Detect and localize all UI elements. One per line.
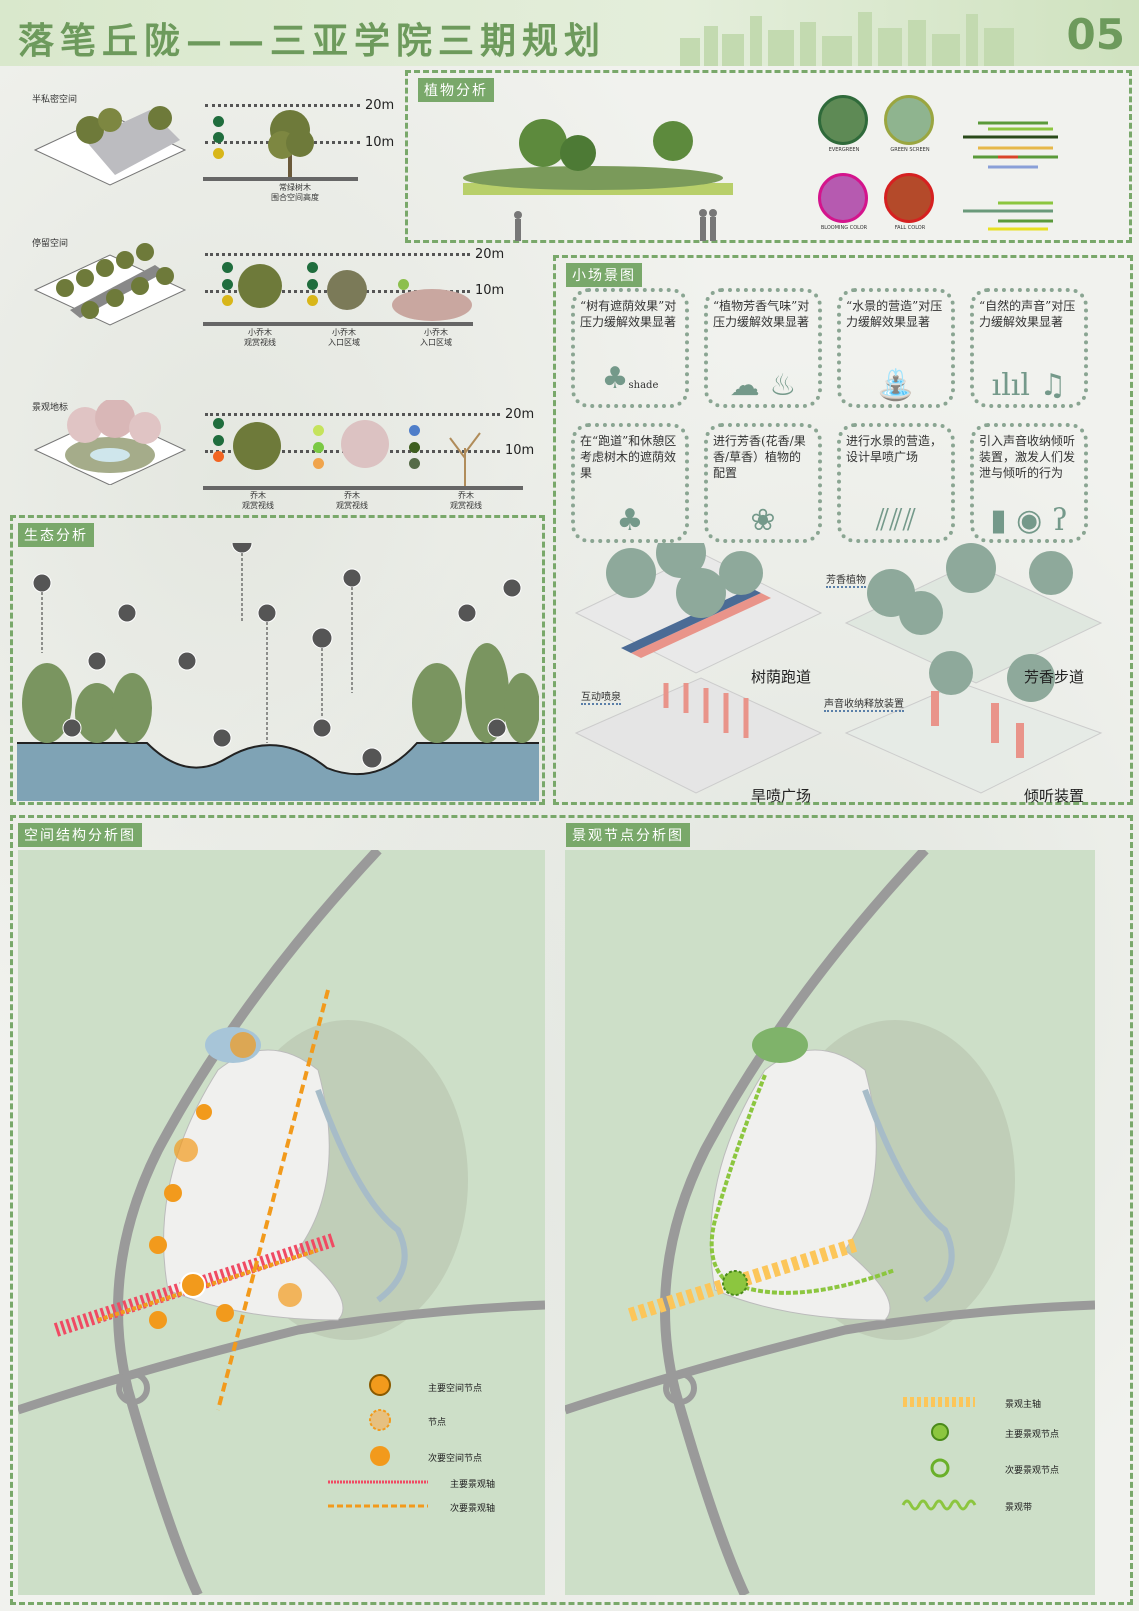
shade-label: shade xyxy=(628,380,659,391)
card-text: “水景的营造”对压力缓解效果显著 xyxy=(846,299,943,329)
trees-row-3 xyxy=(233,420,481,488)
scene-note: 声音收纳释放装置 xyxy=(824,695,904,712)
legend-node: 节点 xyxy=(428,1418,447,1428)
skyline-graphic xyxy=(680,12,1014,66)
legend-secondary-axis: 次要景观轴 xyxy=(450,1504,496,1514)
ecology-panel: 生态分析 xyxy=(10,515,545,805)
height-label-10m: 10m xyxy=(365,135,395,150)
legend-secondary-node: 次要空间节点 xyxy=(428,1454,483,1464)
scene-card-water: “水景的营造”对压力缓解效果显著 ⛲ xyxy=(837,288,955,408)
legend-landscape-axis: 景观主轴 xyxy=(1005,1400,1042,1410)
bloom-calendar-charts xyxy=(963,121,1058,231)
fountain-icon: ⛲ xyxy=(877,368,915,403)
section-title-spatial: 空间结构分析图 xyxy=(18,823,142,847)
sound-icon: ılıl ♫ xyxy=(991,368,1067,403)
section-label: 景观地标 xyxy=(32,403,69,413)
small-scenes-panel: 小场景图 “树有遮荫效果”对压力缓解效果显著♣shade “植物芳香气味”对压力… xyxy=(553,255,1133,805)
height-label-10m: 10m xyxy=(475,283,505,298)
legend-main-axis: 主要景观轴 xyxy=(450,1480,496,1490)
axon-stay-space xyxy=(33,243,187,326)
maps-panel: 空间结构分析图 景观节点分析图 xyxy=(10,815,1133,1605)
section-title: 生态分析 xyxy=(18,523,94,547)
circle-label: GREEN SCREEN xyxy=(890,147,930,153)
scene-note: 互动喷泉 xyxy=(581,688,621,705)
card-text: 进行水景的营造，设计旱喷广场 xyxy=(846,434,943,464)
scene-card-running: 在“跑道”和休憩区考虑树木的遮荫效果 ♣ xyxy=(571,423,689,543)
ear-icon: ▮ ◉ ʔ xyxy=(990,503,1068,538)
circle-label: BLOOMING COLOR xyxy=(820,225,868,231)
trees-icon: ♣ xyxy=(616,503,644,538)
legend-landscape-belt: 景观带 xyxy=(1005,1503,1033,1513)
height-label-10m: 10m xyxy=(505,443,535,458)
tree-caption: 乔木 观赏视线 xyxy=(336,491,368,510)
spatial-structure-map xyxy=(18,850,545,1595)
section-title: 植物分析 xyxy=(418,78,494,102)
circle-label: FALL COLOR xyxy=(894,225,926,231)
card-text: 引入声音收纳倾听装置，激发人们发泄与倾听的行为 xyxy=(979,434,1076,480)
card-text: 在“跑道”和休憩区考虑树木的遮荫效果 xyxy=(580,434,677,480)
height-label-20m: 20m xyxy=(505,407,535,422)
green-screen-photo xyxy=(884,95,934,145)
evergreen-photo xyxy=(818,95,868,145)
scene-caption: 芳香步道 xyxy=(1024,668,1085,686)
ecology-section-diagram xyxy=(17,543,539,801)
nose-smell-icon: ☁ ♨ xyxy=(729,368,797,403)
section-title: 小场景图 xyxy=(566,263,642,287)
section-label: 半私密空间 xyxy=(32,95,78,105)
circle-label: EVERGREEN xyxy=(828,147,860,153)
legend-main-landscape-node: 主要景观节点 xyxy=(1005,1430,1060,1440)
fall-color-photo xyxy=(884,173,934,223)
page-title: 落笔丘陇——三亚学院三期规划 xyxy=(18,20,607,62)
card-text: “植物芳香气味”对压力缓解效果显著 xyxy=(713,299,810,329)
axon-semi-private xyxy=(33,106,187,186)
legend-main-node: 主要空间节点 xyxy=(428,1384,483,1394)
plant-section-elevation xyxy=(463,119,733,241)
plant-analysis-panel: 植物分析 EVERGREEN GREEN SCREEN BLOOMING COL… xyxy=(405,70,1132,243)
legend-secondary-landscape-node: 次要景观节点 xyxy=(1005,1466,1060,1476)
scene-card-listening: 引入声音收纳倾听装置，激发人们发泄与倾听的行为 ▮ ◉ ʔ xyxy=(970,423,1088,543)
section-title-landscape: 景观节点分析图 xyxy=(566,823,690,847)
water-jets-icon: ⫽⫽⫽ xyxy=(875,503,917,538)
scene-caption: 倾听装置 xyxy=(1024,787,1085,805)
tree-caption: 乔木 观赏视线 xyxy=(242,491,274,510)
flowers-icon: ❀ xyxy=(750,503,776,538)
scene-caption: 树荫跑道 xyxy=(751,668,812,686)
tree-caption: 常绿树木 围合空间高度 xyxy=(271,183,319,202)
section-label: 停留空间 xyxy=(32,239,69,249)
scene-card-dry-fountain: 进行水景的营造，设计旱喷广场 ⫽⫽⫽ xyxy=(837,423,955,543)
scene-card-fragrance: “植物芳香气味”对压力缓解效果显著 ☁ ♨ xyxy=(704,288,822,408)
blooming-photo xyxy=(818,173,868,223)
axon-landmark xyxy=(33,400,187,485)
tree-caption: 小乔木 观赏视线 xyxy=(244,328,276,347)
height-label-20m: 20m xyxy=(365,98,395,113)
tree-caption: 乔木 观赏视线 xyxy=(450,491,482,510)
scene-note: 芳香植物 xyxy=(826,571,866,588)
ground-line xyxy=(203,177,358,181)
card-text: “树有遮荫效果”对压力缓解效果显著 xyxy=(580,299,677,329)
card-text: “自然的声音”对压力缓解效果显著 xyxy=(979,299,1076,329)
tree-caption: 小乔木 入口区域 xyxy=(328,328,360,347)
scene-card-shade: “树有遮荫效果”对压力缓解效果显著 ♣shade xyxy=(571,288,689,408)
header: 落笔丘陇——三亚学院三期规划 05 xyxy=(0,0,1139,66)
trees-row-2 xyxy=(238,264,472,321)
tree-evergreen xyxy=(268,110,314,180)
card-text: 进行芳香(花香/果香/草香）植物的配置 xyxy=(713,434,806,480)
tree-icon: ♣shade xyxy=(601,361,659,396)
height-line-20 xyxy=(205,104,360,107)
scene-card-plants: 进行芳香(花香/果香/草香）植物的配置 ❀ xyxy=(704,423,822,543)
scene-caption: 旱喷广场 xyxy=(751,787,812,805)
landscape-node-map xyxy=(565,850,1095,1595)
scene-illustrations xyxy=(574,543,1103,794)
scene-card-sound: “自然的声音”对压力缓解效果显著 ılıl ♫ xyxy=(970,288,1088,408)
page-number: 05 xyxy=(1066,10,1125,59)
height-label-20m: 20m xyxy=(475,247,505,262)
tree-caption: 小乔木 入口区域 xyxy=(420,328,452,347)
